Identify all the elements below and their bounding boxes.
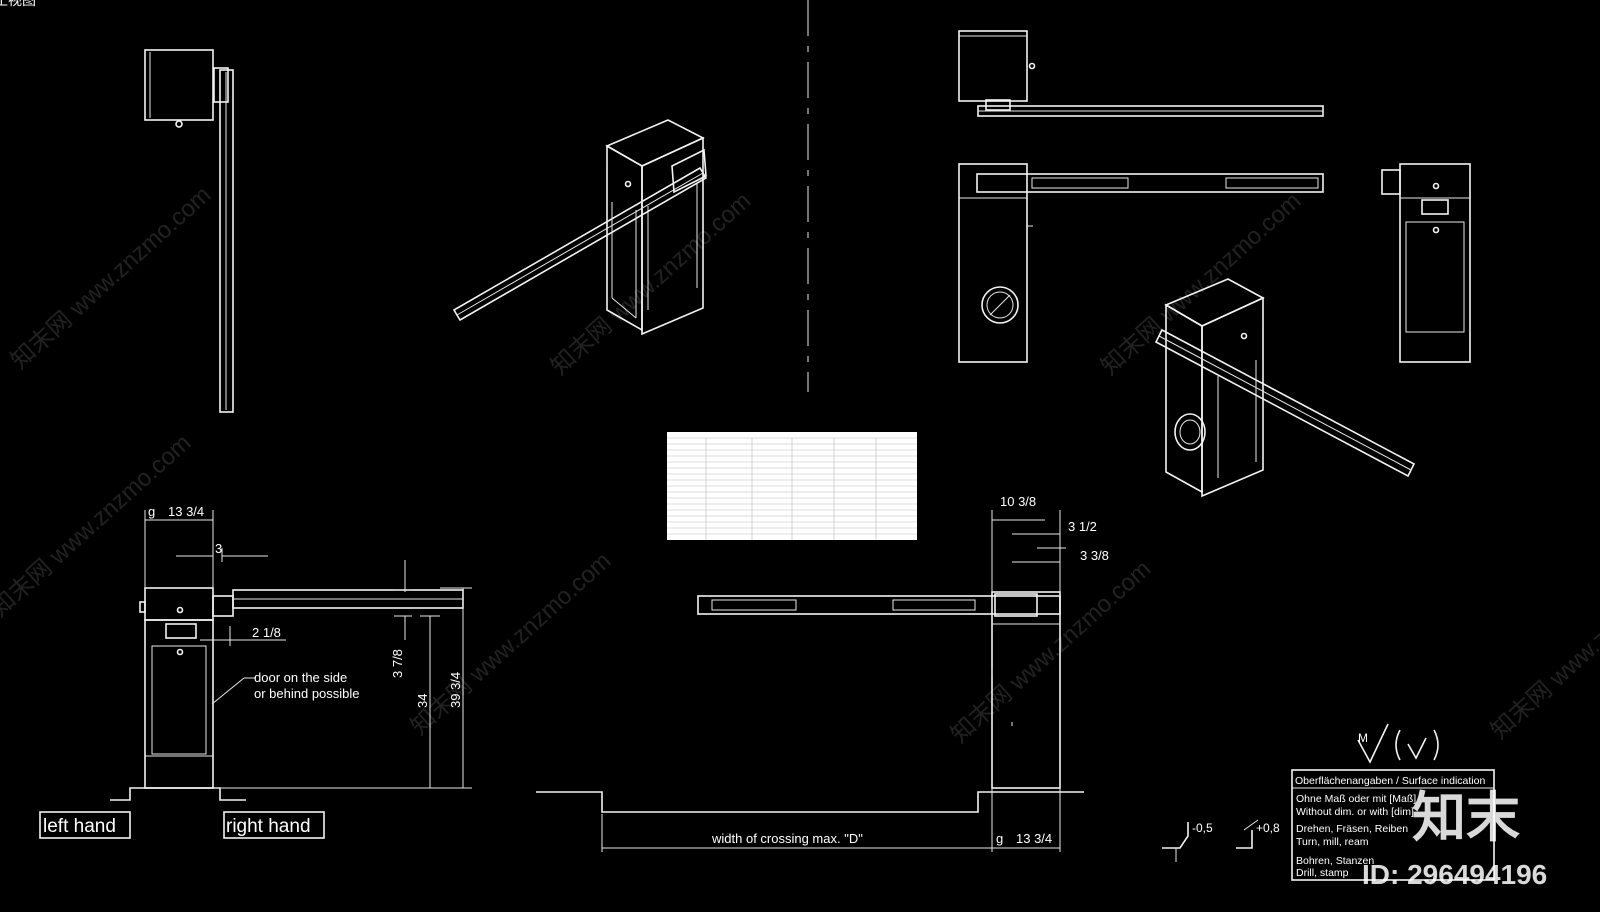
dim-arm-offset: 2 1/8 [252, 625, 281, 640]
dim-right-31-2: 3 1/2 [1068, 519, 1097, 534]
front-view-right [958, 163, 1324, 363]
watermark-4: 知末网 www.znzmo.com [406, 547, 616, 740]
watermark-5: 知末网 www.znzmo.com [946, 555, 1156, 748]
surface-line1: Ohne Maß oder mit [Maß] [1296, 793, 1416, 805]
watermark-7: 知末网 www.znzmo.com [1486, 551, 1600, 744]
dim-g-left: g [148, 504, 155, 519]
right-hand-box [223, 811, 325, 839]
sheet-title: 正视图 [0, 0, 36, 8]
surface-header: Oberflächenangaben / Surface indication [1295, 775, 1485, 787]
dim-right-width: 10 3/8 [1000, 494, 1036, 509]
watermark-2: 知末网 www.znzmo.com [546, 187, 756, 380]
note-crossing: width of crossing max. "D" [711, 831, 863, 846]
dim-right-33-8: 3 3/8 [1080, 548, 1109, 563]
dim-height-total: 39 3/4 [448, 672, 463, 708]
note-door-line2: or behind possible [254, 686, 360, 701]
surface-line6: Drill, stamp [1296, 867, 1349, 879]
surface-line3: Drehen, Fräsen, Reiben [1296, 823, 1408, 835]
surface-symbols [1357, 723, 1439, 764]
tolerance-marks [1162, 819, 1259, 862]
dim-bottom-right: 13 3/4 [1016, 831, 1052, 846]
dim-g-right: g [996, 831, 1003, 846]
isometric-barrier-right [1154, 278, 1416, 498]
note-door-line1: door on the side [254, 670, 347, 685]
surface-line5: Bohren, Stanzen [1296, 855, 1374, 867]
dim-height-34: 34 [415, 694, 430, 708]
dim-small-3: 3 [215, 541, 222, 556]
tolerance-plus: +0,8 [1256, 821, 1280, 835]
surface-symbol-m: M [1358, 731, 1368, 745]
left-hand-label: left hand [43, 816, 116, 837]
data-table-block [667, 432, 917, 540]
isometric-barrier-center [452, 119, 708, 336]
watermark-6: 知末网 www.znzmo.com [0, 429, 196, 622]
side-view-left [144, 49, 234, 413]
right-hand-label: right hand [226, 816, 311, 837]
dim-top-left: 13 3/4 [168, 504, 204, 519]
top-view-right [958, 30, 1324, 117]
watermark-1: 知末网 www.znzmo.com [6, 181, 216, 374]
elevation-center [536, 510, 1084, 852]
image-id: ID: 296494196 [1362, 859, 1547, 890]
surface-line2: Without dim. or with [dim] [1296, 806, 1414, 818]
brand-logo: 知末 [1412, 788, 1520, 848]
tolerance-minus: -0,5 [1192, 821, 1213, 835]
side-view-far-right [1381, 163, 1471, 363]
surface-box [1291, 769, 1495, 881]
left-hand-box [39, 811, 131, 839]
surface-line4: Turn, mill, ream [1296, 836, 1369, 848]
dim-arm-height: 3 7/8 [390, 649, 405, 678]
elevation-left [110, 510, 472, 801]
